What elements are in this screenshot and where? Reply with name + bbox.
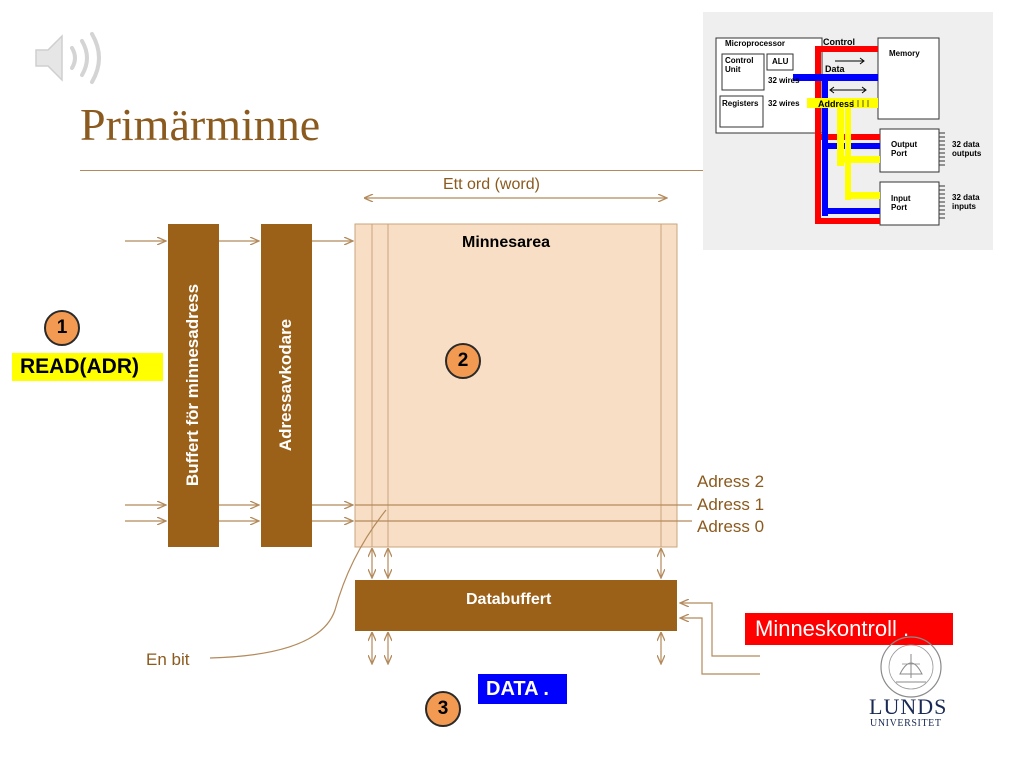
step-1-marker: 1 bbox=[44, 310, 80, 346]
address-decoder bbox=[261, 224, 312, 547]
inset-control-label: Control bbox=[823, 37, 855, 47]
speaker-icon[interactable] bbox=[30, 28, 112, 88]
address-decoder-label: Adressavkodare bbox=[276, 318, 295, 452]
inset-wires-label-1: 32 wires bbox=[768, 76, 800, 85]
university-seal bbox=[880, 636, 942, 698]
university-name: LUNDS bbox=[869, 694, 948, 719]
inset-output-port-label-1: Output bbox=[891, 140, 918, 149]
inset-microprocessor-label: Microprocessor bbox=[725, 39, 786, 48]
step-3-marker: 3 bbox=[425, 691, 461, 727]
inset-data-outputs-label-2: outputs bbox=[952, 149, 982, 158]
inset-control-unit-label-1: Control bbox=[725, 56, 754, 65]
address-buffer-label: Buffert för minnesadress bbox=[183, 283, 202, 487]
inset-data-inputs-label-1: 32 data bbox=[952, 193, 980, 202]
inset-output-port-label-2: Port bbox=[891, 149, 907, 158]
inset-memory-label: Memory bbox=[889, 49, 920, 58]
databuffer-block bbox=[355, 580, 677, 631]
inset-data-label: Data bbox=[825, 64, 845, 74]
inset-data-outputs-label-1: 32 data bbox=[952, 140, 980, 149]
address-0-label: Adress 0 bbox=[697, 517, 765, 536]
microprocessor-inset: Microprocessor Control Unit ALU Register… bbox=[703, 12, 993, 250]
inset-schematic bbox=[715, 37, 945, 226]
read-command-label: READ(ADR) bbox=[12, 353, 163, 381]
step-2-marker: 2 bbox=[445, 343, 481, 379]
inset-data-inputs-label-2: inputs bbox=[952, 202, 976, 211]
university-subtitle: UNIVERSITET bbox=[870, 718, 942, 729]
memory-control-label: Minneskontroll . bbox=[745, 613, 953, 645]
inset-input-port-label-1: Input bbox=[891, 194, 911, 203]
inset-address-label: Address bbox=[818, 99, 855, 109]
address-1-label: Adress 1 bbox=[697, 495, 765, 514]
inset-registers-label: Registers bbox=[722, 99, 759, 108]
databuffer-label: Databuffert bbox=[466, 591, 552, 608]
word-label: Ett ord (word) bbox=[443, 176, 540, 193]
bit-label: En bit bbox=[146, 650, 190, 669]
inset-control-unit-label-2: Unit bbox=[725, 65, 741, 74]
memory-area-label: Minnesarea bbox=[462, 234, 551, 251]
address-2-label: Adress 2 bbox=[697, 472, 765, 491]
inset-input-port-label-2: Port bbox=[891, 203, 907, 212]
inset-wires-label-2: 32 wires bbox=[768, 99, 800, 108]
title-underline bbox=[80, 170, 704, 171]
address-buffer bbox=[168, 224, 219, 547]
slide-title: Primärminne bbox=[80, 99, 321, 150]
data-label: DATA . bbox=[478, 674, 567, 704]
inset-alu-label: ALU bbox=[772, 57, 789, 66]
